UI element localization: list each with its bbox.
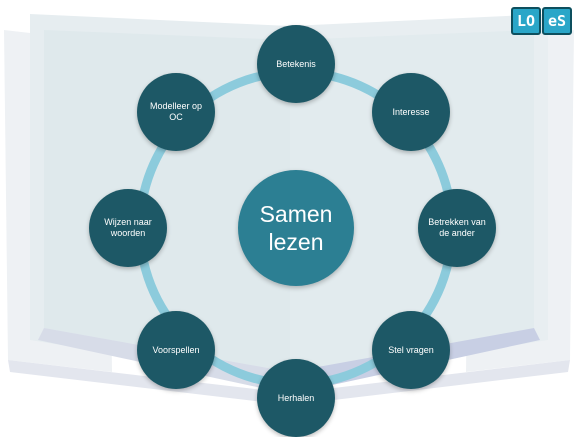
node-betrekken-van-de-ander: Betrekken van de ander [418, 189, 496, 267]
center-label-line2: lezen [268, 229, 324, 255]
loes-logo: LO eS [511, 7, 572, 35]
node-herhalen: Herhalen [257, 359, 335, 437]
node-stel-vragen: Stel vragen [372, 311, 450, 389]
center-circle: Samen lezen [238, 170, 354, 286]
node-modelleer-op-oc: Modelleer op OC [137, 73, 215, 151]
node-voorspellen: Voorspellen [137, 311, 215, 389]
center-label-line1: Samen [259, 201, 333, 227]
node-interesse: Interesse [372, 73, 450, 151]
node-label: Betekenis [276, 58, 316, 69]
logo-tile-es: eS [542, 7, 572, 35]
node-label: Voorspellen [152, 344, 200, 355]
node-label: Modelleer op OC [149, 101, 203, 122]
logo-tile-lo: LO [511, 7, 541, 35]
node-wijzen-naar-woorden: Wijzen naar woorden [89, 189, 167, 267]
node-betekenis: Betekenis [257, 25, 335, 103]
node-label: Wijzen naar woorden [104, 217, 152, 238]
node-label: Betrekken van de ander [428, 217, 486, 238]
node-label: Herhalen [277, 392, 315, 403]
node-label: Interesse [392, 106, 430, 117]
node-label: Stel vragen [388, 344, 434, 355]
